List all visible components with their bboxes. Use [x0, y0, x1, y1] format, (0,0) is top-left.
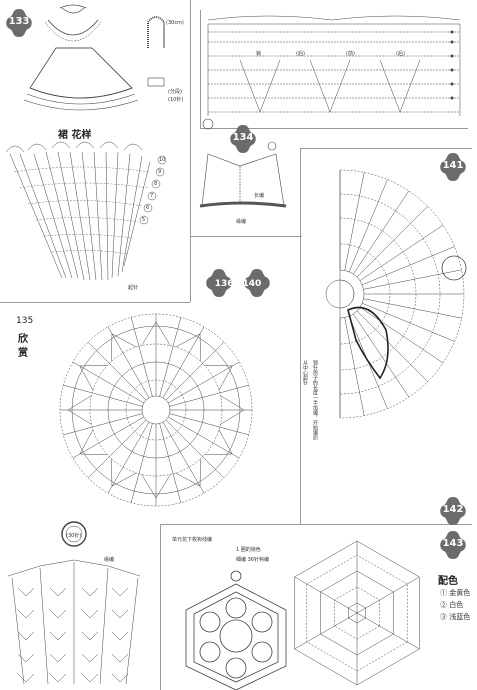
- badge-142: 142: [438, 496, 468, 526]
- divider-133-bottom: [0, 302, 190, 303]
- legend-name: 浅蓝色: [449, 613, 471, 621]
- badge-136-140: 136～140: [204, 268, 272, 298]
- badge-shape: [6, 9, 32, 37]
- badge-shape: [440, 531, 466, 559]
- color-legend-item-2: ② 白色: [440, 600, 463, 610]
- divider-141-left: [300, 148, 301, 524]
- hexagon-potholder: [185, 570, 287, 690]
- badge-134: 134: [228, 124, 258, 154]
- row-marker-5: 5: [142, 217, 146, 223]
- panel-135-caption-1: 欣: [18, 334, 28, 345]
- label-long-stitch: 长编: [254, 193, 265, 199]
- badge-143-text: 143: [442, 538, 464, 549]
- label-segment: (分段): [168, 89, 182, 95]
- section-label-front: (前): [346, 51, 355, 57]
- color-legend-item-1: ① 金黄色: [440, 588, 470, 598]
- label-10st: (10针): [168, 97, 184, 103]
- badge-133-text: 133: [8, 16, 30, 27]
- divider-top-right-bottom: [200, 128, 468, 129]
- note-141-2: 从中心起针: [302, 360, 308, 385]
- badge-shape-wide: [206, 269, 270, 297]
- badge-shape: [230, 125, 256, 153]
- badge-136-140-text: 136～140: [214, 279, 262, 289]
- badge-142-text: 142: [442, 504, 464, 515]
- badge-shape: [440, 153, 466, 181]
- divider-top-right-left: [200, 10, 201, 128]
- row-marker-8: 8: [154, 181, 158, 187]
- section-label-back-2: (后): [396, 51, 405, 57]
- badge-141-text: 141: [442, 160, 464, 171]
- badge-shape: [440, 497, 466, 525]
- label-edge-bl: 缘编: [104, 557, 115, 563]
- row-marker-9: 9: [158, 169, 162, 175]
- skirt-pattern-chart: [5, 141, 167, 281]
- semicircle-chart-141: [325, 169, 467, 419]
- divider-142-left: [160, 524, 161, 690]
- note-142-1: 单元花下枚钩线编: [172, 537, 213, 543]
- legend-name: 白色: [449, 601, 464, 609]
- row-marker-6: 6: [146, 205, 150, 211]
- label-30-stitches: (30针): [66, 533, 82, 539]
- legend-num: ②: [440, 601, 447, 609]
- row-marker-7: 7: [150, 193, 154, 199]
- badge-134-text: 134: [232, 132, 254, 143]
- badge-141: 141: [438, 152, 468, 182]
- label-start-chain: 起针: [128, 285, 139, 291]
- panel-133: 133 (30cm) (分段) (10针) 裙 花样: [0, 0, 190, 302]
- dress-diagram: [23, 4, 165, 111]
- note-142-3: 细编 36针钩编: [236, 557, 269, 563]
- badge-143: 143: [438, 530, 468, 560]
- section-label-back-1: (后): [296, 51, 305, 57]
- legend-num: ①: [440, 589, 447, 597]
- panel-bottom-left: (30针) 缘编: [0, 514, 160, 690]
- panel-top-right-chart: 锁 (后) (前) (后): [200, 8, 470, 130]
- divider-133-right: [190, 0, 191, 302]
- rectangular-chart: [202, 15, 461, 130]
- legend-name: 金黄色: [449, 589, 471, 597]
- round-doily-135: [59, 313, 253, 507]
- panel-135-number: 135: [16, 316, 34, 326]
- skirt-134-diagram: [199, 141, 287, 208]
- hexagon-motif-143: [294, 540, 420, 686]
- panel-134: 长编 缘编: [192, 140, 300, 236]
- divider-141-top: [300, 148, 472, 149]
- divider-141-bottom: [300, 524, 472, 525]
- panel-135-caption-2: 赏: [18, 348, 28, 359]
- skirt-pattern-title: 裙 花样: [58, 130, 92, 141]
- section-label-lock: 锁: [256, 51, 262, 57]
- label-30cm: (30cm): [166, 20, 184, 26]
- divider-134-bottom: [190, 236, 302, 237]
- yoke-chart: [7, 521, 141, 685]
- color-legend-item-3: ③ 浅蓝色: [440, 612, 470, 622]
- label-edge-stitch: 缘编: [236, 219, 247, 225]
- divider-142-top: [160, 524, 300, 525]
- note-142-2: 1 圈的锁色: [236, 547, 261, 553]
- legend-num: ③: [440, 613, 447, 621]
- note-141-1: 锁针辫子的长度一半加编，开始编织: [312, 360, 318, 440]
- color-legend-title: 配色: [438, 576, 458, 587]
- row-marker-10: 10: [159, 157, 166, 163]
- badge-133: 133: [4, 8, 34, 38]
